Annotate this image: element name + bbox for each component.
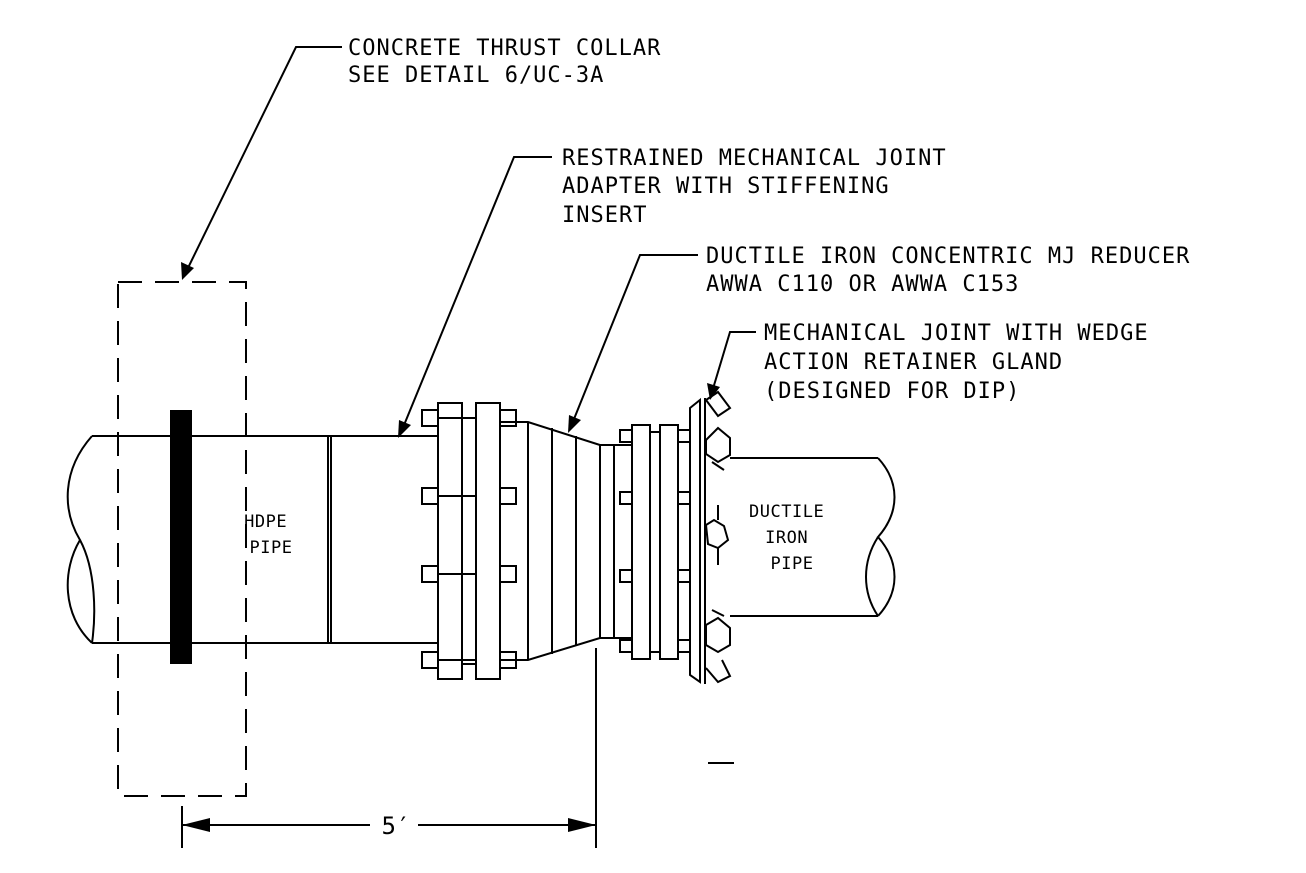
callout-reducer: DUCTILE IRON CONCENTRIC MJ REDUCER AWWA … xyxy=(706,244,1205,297)
retainer-gland xyxy=(689,397,701,684)
callout-mj-adapter: RESTRAINED MECHANICAL JOINT ADAPTER WITH… xyxy=(562,146,961,228)
hdpe-pipe-break-left xyxy=(66,435,93,644)
callout-mj-adapter-line-2: ADAPTER WITH STIFFENING xyxy=(562,174,890,199)
concrete-thrust-collar-outline xyxy=(117,281,247,797)
thrust-collar-block xyxy=(170,410,192,664)
arrow-mj-adapter xyxy=(398,420,411,438)
ductile-pipe-break-right xyxy=(876,457,896,617)
hdpe-pipe-break-inner xyxy=(79,539,96,644)
adapter-bolts xyxy=(421,409,517,669)
label-ductile-line-3: PIPE xyxy=(771,554,814,574)
callout-mj-adapter-line-1: RESTRAINED MECHANICAL JOINT xyxy=(562,146,947,171)
label-hdpe-line-1: HDPE xyxy=(244,512,287,532)
callout-retainer-gland-line-2: ACTION RETAINER GLAND xyxy=(764,350,1063,375)
callout-retainer-gland: MECHANICAL JOINT WITH WEDGE ACTION RETAI… xyxy=(764,321,1163,404)
callout-retainer-gland-line-1: MECHANICAL JOINT WITH WEDGE xyxy=(764,321,1149,346)
callout-reducer-line-1: DUCTILE IRON CONCENTRIC MJ REDUCER xyxy=(706,244,1190,269)
label-ductile-line-2: IRON xyxy=(765,528,808,548)
callout-thrust-collar: CONCRETE THRUST COLLAR SEE DETAIL 6/UC-3… xyxy=(348,36,676,88)
dimension-value: 5′ xyxy=(382,812,411,840)
arrow-reducer xyxy=(568,415,581,433)
reducer-body xyxy=(500,421,601,661)
arrow-retainer-gland xyxy=(707,383,720,400)
adapter-flange-2 xyxy=(475,402,501,680)
dim-arrow-left xyxy=(182,818,210,832)
label-ductile-pipe: DUCTILE IRON PIPE xyxy=(749,502,835,574)
callout-thrust-collar-line-1: CONCRETE THRUST COLLAR xyxy=(348,36,661,61)
adapter-spacer xyxy=(461,417,477,665)
adapter-flange-1 xyxy=(437,402,463,680)
mj-flange-1 xyxy=(631,424,651,660)
mj-flange-spacer xyxy=(649,431,661,653)
label-hdpe-pipe: HDPE PIPE xyxy=(244,512,298,558)
callout-mj-adapter-line-3: INSERT xyxy=(562,203,647,228)
leader-retainer-gland xyxy=(711,331,756,393)
mj-bolts xyxy=(619,429,691,653)
dim-arrow-right xyxy=(568,818,596,832)
mj-flange-2 xyxy=(659,424,679,660)
label-ductile-line-1: DUCTILE xyxy=(749,502,824,522)
leader-mj-adapter xyxy=(401,156,552,431)
arrow-thrust-collar xyxy=(181,262,194,280)
callout-reducer-line-2: AWWA C110 OR AWWA C153 xyxy=(706,272,1019,297)
leader-thrust-collar xyxy=(185,46,342,273)
retainer-wedge-bolts xyxy=(704,390,732,684)
callout-retainer-gland-line-3: (DESIGNED FOR DIP) xyxy=(764,379,1020,404)
ductile-pipe-break-inner xyxy=(865,536,879,617)
leader-reducer xyxy=(571,254,698,425)
callout-thrust-collar-line-2: SEE DETAIL 6/UC-3A xyxy=(348,63,604,88)
label-hdpe-line-2: PIPE xyxy=(250,538,293,558)
